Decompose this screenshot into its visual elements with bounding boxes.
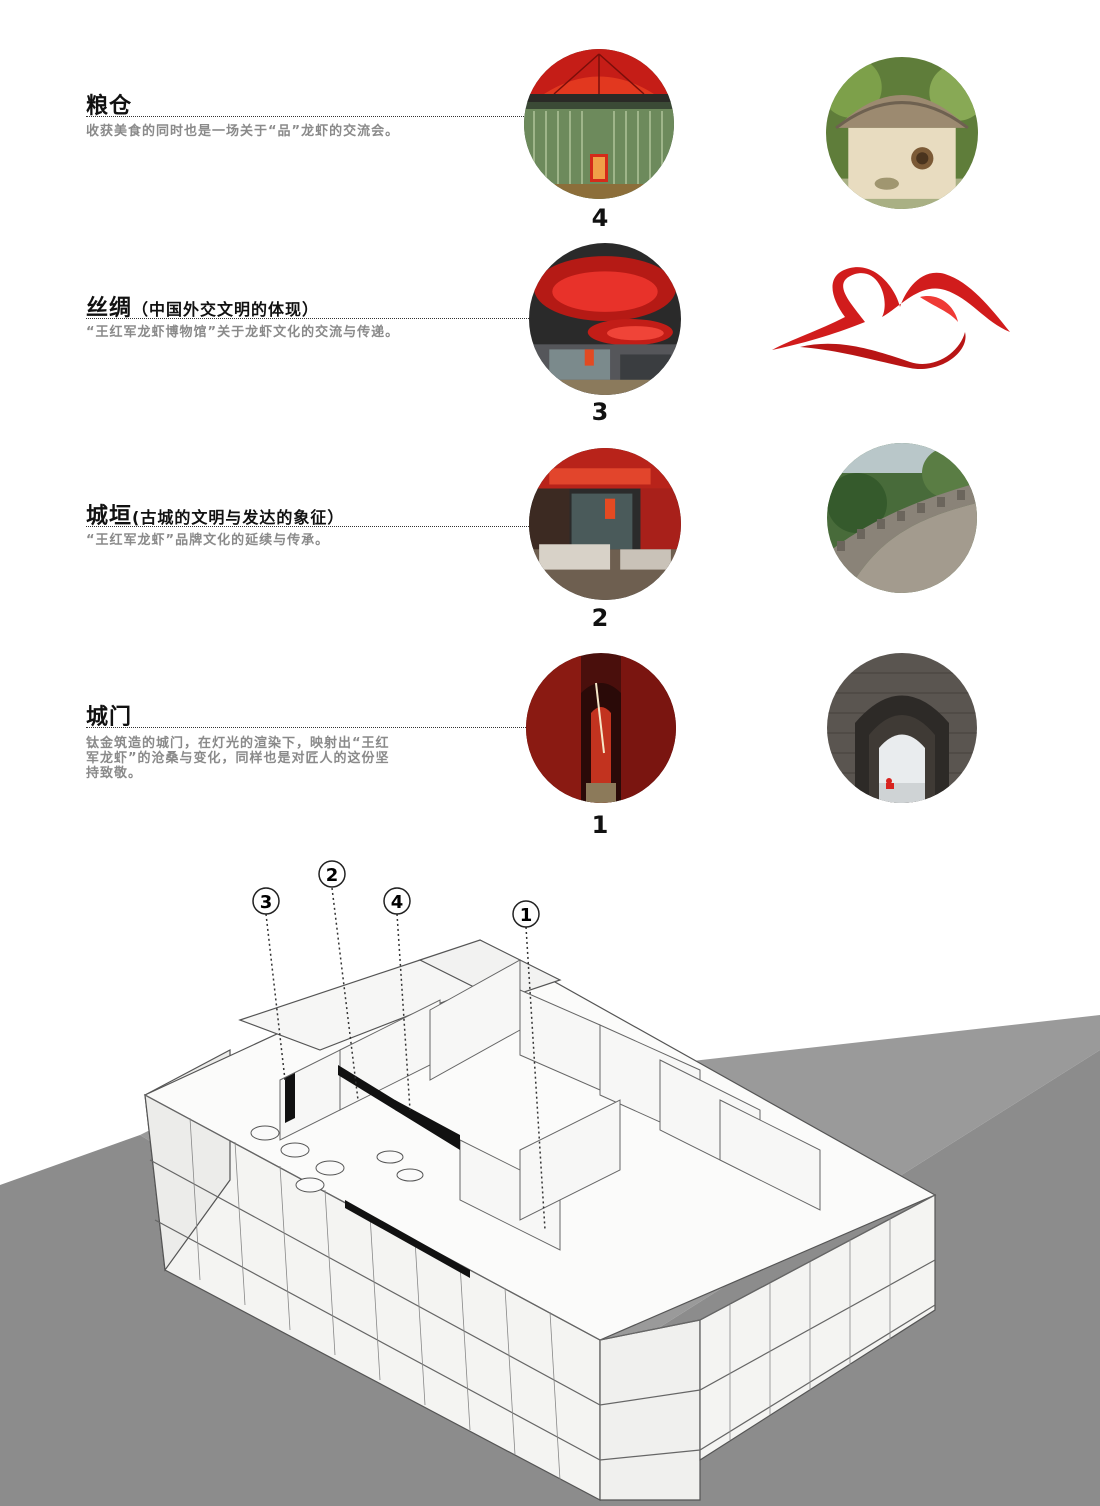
section-title: 城门 [86,699,132,731]
section-description: 收获美食的同时也是一场关于“品”龙虾的交流会。 [86,124,399,139]
description-line: “王红军龙虾”品牌文化的延续与传承。 [86,533,330,548]
title-subtitle: （中国外交文明的体现） [132,300,320,319]
marker-1: 1 [512,900,540,928]
marker-3: 3 [252,887,280,915]
description-line: 收获美食的同时也是一场关于“品”龙虾的交流会。 [86,124,400,139]
round-tables [250,1125,424,1193]
section-description: “王红军龙虾博物馆”关于龙虾文化的交流与传递。 [86,325,399,340]
description-line: 钛金筑造的城门，在灯光的渲染下，映射出“王红 [86,736,390,751]
marker-label: 2 [326,865,339,886]
leader-line [86,526,531,527]
photo-thatched-granary [826,57,978,209]
interior-partitions [279,959,821,1251]
section-title: 粮仓 [86,88,132,120]
section-description: “王红军龙虾”品牌文化的延续与传承。 [86,533,329,548]
axonometric-building-diagram: 3 2 4 1 [0,860,1100,1506]
section-description: 钛金筑造的城门，在灯光的渲染下，映射出“王红 军龙虾”的沧桑与变化，同样也是对匠… [86,736,390,781]
leader-line [86,727,528,728]
marker-label: 3 [260,892,273,913]
description-line: 持致敬。 [86,766,143,781]
dark-walls [285,1065,470,1278]
section-title: 城垣(古城的文明与发达的象征） [86,498,344,530]
photo-interior-citygate [526,653,676,803]
ground-plane [0,1050,1100,1506]
marker-2: 2 [318,860,346,888]
photo-interior-citywall [529,448,681,600]
photo-great-wall [827,443,977,593]
section-title: 丝绸（中国外交文明的体现） [86,290,319,322]
title-main: 城门 [86,705,133,730]
photo-red-silk-ribbon [770,262,1012,374]
marker-label: 4 [391,892,404,913]
section-number: 3 [591,398,609,426]
photo-interior-granary [524,49,674,199]
section-number: 2 [591,604,609,632]
title-main: 丝绸 [86,296,133,321]
leader-line [86,318,531,319]
section-number: 4 [591,204,609,232]
description-line: 军龙虾”的沧桑与变化，同样也是对匠人的这份坚 [86,751,390,766]
title-subtitle: (古城的文明与发达的象征） [132,508,345,527]
marker-leaders [265,887,546,1231]
marker-4: 4 [383,887,411,915]
leader-line [86,116,526,117]
window-grid [189,1117,891,1481]
title-main: 粮仓 [86,94,133,119]
section-number: 1 [591,811,609,839]
title-main: 城垣 [86,504,133,529]
photo-interior-silk [529,243,681,395]
photo-city-gate [827,653,977,803]
marker-label: 1 [520,905,533,926]
description-line: “王红军龙虾博物馆”关于龙虾文化的交流与传递。 [86,325,400,340]
